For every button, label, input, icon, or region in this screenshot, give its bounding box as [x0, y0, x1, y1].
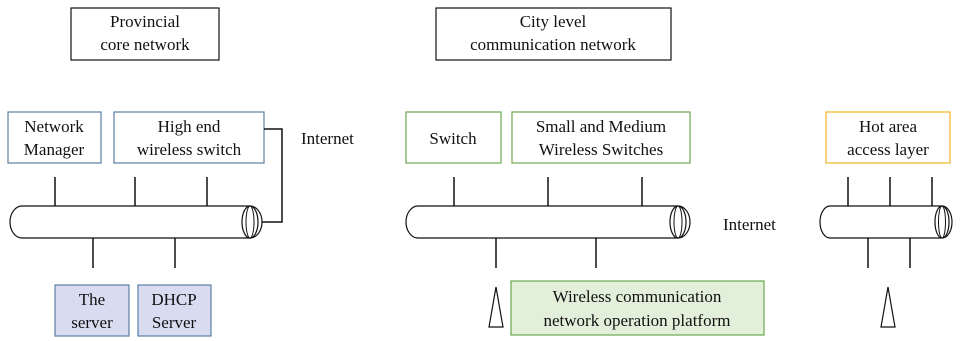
dhcp-server-line2: Server — [152, 313, 197, 332]
city-title-line2: communication network — [470, 35, 636, 54]
antenna-icon — [488, 286, 504, 328]
provincial-title-line2: core network — [100, 35, 190, 54]
the-server-line1: The — [79, 290, 105, 309]
small-medium-wireless-switches-box: Small and Medium Wireless Switches — [511, 111, 691, 164]
provincial-title-line1: Provincial — [110, 12, 180, 31]
the-server-line2: server — [71, 313, 113, 332]
hot-area-bus — [819, 205, 953, 239]
hot-area-line2: access layer — [847, 140, 929, 159]
internet-label-right: Internet — [723, 215, 776, 234]
internet-link-line — [262, 128, 283, 223]
high-end-switch-line1: High end — [158, 117, 221, 136]
high-end-switch-line2: wireless switch — [137, 140, 242, 159]
network-manager-line1: Network — [24, 117, 84, 136]
operation-platform-line1: Wireless communication — [553, 287, 722, 306]
wireless-operation-platform-box: Wireless communication network operation… — [510, 280, 765, 336]
network-manager-line2: Manager — [24, 140, 85, 159]
city-level-network-title: City level communication network — [435, 7, 672, 61]
high-end-wireless-switch-box: High end wireless switch — [113, 111, 265, 164]
provincial-core-network-title: Provincial core network — [70, 7, 220, 61]
antenna-icon — [880, 286, 896, 328]
hot-area-access-layer-box: Hot area access layer — [825, 111, 951, 164]
city-backbone-bus — [405, 205, 691, 239]
small-medium-switches-line2: Wireless Switches — [539, 140, 663, 159]
city-title-line1: City level — [520, 12, 587, 31]
dhcp-server-box: DHCP Server — [137, 284, 212, 337]
switch-box: Switch — [405, 111, 502, 164]
the-server-box: The server — [54, 284, 130, 337]
switch-label: Switch — [429, 129, 477, 148]
provincial-backbone-bus — [9, 205, 263, 239]
internet-label-left: Internet — [301, 129, 354, 148]
dhcp-server-line1: DHCP — [151, 290, 196, 309]
network-manager-box: Network Manager — [7, 111, 102, 164]
small-medium-switches-line1: Small and Medium — [536, 117, 666, 136]
hot-area-line1: Hot area — [859, 117, 918, 136]
operation-platform-line2: network operation platform — [544, 311, 731, 330]
